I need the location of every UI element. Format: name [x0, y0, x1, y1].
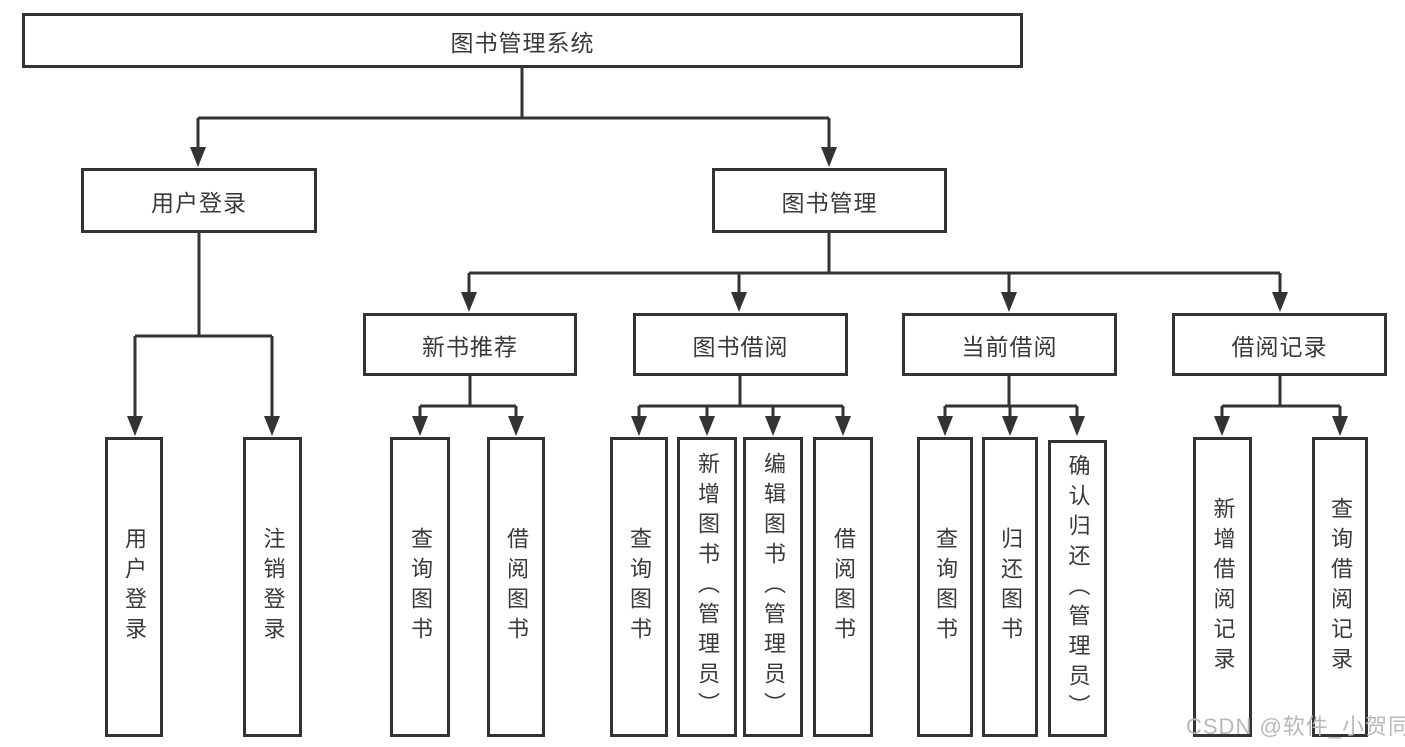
connector-new-book-branch [418, 376, 518, 421]
leaf-return-books: 归还图书 [982, 437, 1038, 737]
leaf-label: 查询图书 [933, 527, 958, 647]
leaf-label: 新增图书（管理员） [695, 452, 720, 722]
node-label: 用户登录 [151, 189, 247, 216]
leaf-label: 编辑图书（管理员） [761, 452, 786, 722]
leaf-add-borrow-record: 新增借阅记录 [1193, 437, 1252, 737]
leaf-label: 注销登录 [260, 527, 286, 647]
leaf-logout: 注销登录 [243, 437, 302, 737]
leaf-borrow-books: 借阅图书 [813, 437, 873, 737]
leaf-confirm-return-admin: 确认归还（管理员） [1048, 440, 1107, 737]
csdn-watermark: CSDN @软件_小贺同学 [1186, 714, 1405, 739]
node-book-management: 图书管理 [712, 168, 947, 233]
leaf-user-login: 用户登录 [105, 437, 163, 737]
node-book-borrow: 图书借阅 [633, 313, 848, 376]
leaf-label: 查询借阅记录 [1328, 497, 1353, 677]
leaf-label: 归还图书 [998, 527, 1023, 647]
leaf-query-books-recommend: 查询图书 [390, 437, 450, 737]
leaf-borrow-books-recommend: 借阅图书 [487, 437, 545, 737]
leaf-label: 用户登录 [122, 527, 147, 647]
connector-root-trunk [196, 68, 831, 151]
node-label: 图书管理系统 [450, 29, 595, 56]
node-new-book-recommend: 新书推荐 [363, 313, 577, 376]
leaf-label: 新增借阅记录 [1210, 497, 1236, 677]
connector-user-login-branch [133, 233, 274, 421]
node-borrow-records: 借阅记录 [1172, 313, 1387, 376]
node-label: 图书管理 [781, 189, 878, 216]
node-current-borrow: 当前借阅 [902, 313, 1117, 376]
node-library-management-system: 图书管理系统 [22, 13, 1023, 68]
connector-current-borrow-branch [943, 376, 1079, 421]
leaf-label: 借阅图书 [504, 527, 529, 647]
leaf-query-borrow-record: 查询借阅记录 [1312, 437, 1368, 737]
connector-book-borrow-branch [637, 376, 845, 421]
node-label: 借阅记录 [1231, 333, 1328, 360]
leaf-edit-books-admin: 编辑图书（管理员） [743, 437, 803, 737]
node-label: 新书推荐 [422, 333, 518, 360]
node-label: 当前借阅 [961, 333, 1058, 360]
leaf-add-books-admin: 新增图书（管理员） [677, 437, 737, 737]
leaf-label: 查询图书 [408, 527, 433, 647]
leaf-query-books-borrow: 查询图书 [610, 437, 668, 737]
connector-book-mgmt-branch [467, 233, 1282, 297]
node-label: 图书借阅 [692, 333, 789, 360]
connector-borrow-records-branch [1220, 376, 1342, 421]
node-user-login: 用户登录 [81, 168, 317, 233]
leaf-label: 借阅图书 [831, 527, 856, 647]
leaf-label: 确认归还（管理员） [1065, 453, 1091, 724]
leaf-query-books-current: 查询图书 [917, 437, 973, 737]
leaf-label: 查询图书 [627, 527, 652, 647]
